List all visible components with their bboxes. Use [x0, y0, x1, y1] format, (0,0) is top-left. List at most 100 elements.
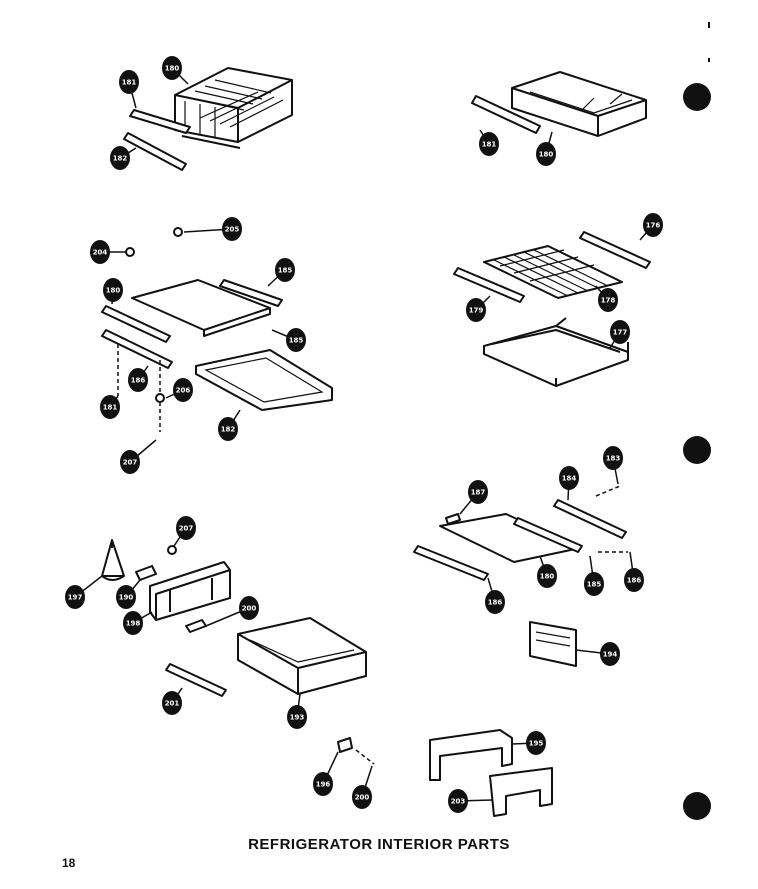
- callout-number: 205: [225, 226, 240, 234]
- callout-195: 195: [511, 731, 546, 755]
- callout-180: 180: [162, 56, 189, 85]
- callout-201: 201: [162, 687, 183, 715]
- edge-mark: [708, 22, 710, 28]
- callout-204: 204: [90, 240, 126, 264]
- callout-number: 180: [165, 65, 180, 73]
- callout-bubble: [287, 705, 307, 729]
- glass-shelf-assembly: [101, 227, 333, 432]
- callout-number: 179: [469, 307, 484, 315]
- callout-186: 186: [485, 577, 505, 614]
- callout-181: 181: [479, 129, 499, 156]
- binder-hole-middle: [683, 436, 711, 464]
- callout-bubble: [352, 785, 372, 809]
- callout-number: 181: [103, 404, 118, 412]
- crisper-drawer-assembly: [471, 71, 647, 137]
- callout-number: 182: [221, 426, 236, 434]
- callout-181: 181: [119, 70, 139, 109]
- wire-basket-assembly: [123, 67, 293, 171]
- callout-number: 200: [355, 794, 370, 802]
- callout-number: 183: [606, 455, 621, 463]
- callout-185: 185: [271, 328, 306, 352]
- callout-185: 185: [584, 555, 604, 596]
- callout-bubble: [120, 450, 140, 474]
- callout-178: 178: [595, 285, 618, 312]
- callout-bubble: [218, 417, 238, 441]
- callout-bubble: [603, 446, 623, 470]
- callout-number: 180: [106, 287, 121, 295]
- callout-180: 180: [103, 278, 123, 305]
- callout-number: 178: [601, 297, 616, 305]
- callout-176: 176: [639, 213, 663, 241]
- callout-186: 186: [624, 551, 644, 592]
- callout-183: 183: [603, 446, 623, 485]
- callout-bubble: [128, 368, 148, 392]
- callout-180: 180: [537, 555, 557, 588]
- callout-179: 179: [466, 295, 491, 322]
- callout-bubble: [536, 142, 556, 166]
- callout-bubble: [485, 590, 505, 614]
- callout-number: 203: [451, 798, 466, 806]
- callout-number: 185: [587, 581, 602, 589]
- crisper-cover-assembly: [413, 485, 628, 667]
- callout-number: 186: [131, 377, 146, 385]
- callout-number: 190: [119, 594, 134, 602]
- callout-number: 207: [179, 525, 194, 533]
- callout-bubble: [239, 596, 259, 620]
- callout-bubble: [103, 278, 123, 302]
- page-number: 18: [62, 856, 76, 870]
- callout-bubble: [173, 378, 193, 402]
- callout-number: 185: [289, 337, 304, 345]
- callout-bubble: [116, 585, 136, 609]
- callout-number: 195: [529, 740, 544, 748]
- callout-number: 206: [176, 387, 191, 395]
- callout-185: 185: [267, 258, 295, 287]
- callout-bubble: [600, 642, 620, 666]
- callout-198: 198: [123, 611, 153, 635]
- callout-205: 205: [183, 217, 242, 241]
- callout-number: 182: [113, 155, 128, 163]
- callout-number: 194: [603, 651, 618, 659]
- callout-200: 200: [352, 765, 373, 809]
- callout-number: 184: [562, 475, 577, 483]
- callout-bubble: [176, 516, 196, 540]
- callout-number: 181: [482, 141, 497, 149]
- callout-bubble: [624, 568, 644, 592]
- binder-hole-top: [683, 83, 711, 111]
- callout-181: 181: [100, 395, 120, 419]
- callout-number: 176: [646, 222, 661, 230]
- callout-200: 200: [205, 596, 259, 627]
- callout-bubble: [313, 772, 333, 796]
- callout-bubble: [559, 466, 579, 490]
- callout-bubble: [537, 564, 557, 588]
- callout-190: 190: [116, 579, 141, 609]
- callout-number: 186: [627, 577, 642, 585]
- callout-bubble: [610, 320, 630, 344]
- callout-193: 193: [287, 693, 307, 729]
- callout-bubble: [162, 56, 182, 80]
- callout-180: 180: [536, 131, 556, 166]
- callout-bubble: [584, 572, 604, 596]
- callout-194: 194: [575, 642, 620, 666]
- callout-number: 180: [539, 151, 554, 159]
- binder-hole-bottom: [683, 792, 711, 820]
- callout-number: 187: [471, 489, 486, 497]
- callout-number: 198: [126, 620, 141, 628]
- callout-bubble: [65, 585, 85, 609]
- callout-number: 181: [122, 79, 137, 87]
- edge-mark-2: [708, 58, 710, 62]
- callout-number: 186: [488, 599, 503, 607]
- callout-207: 207: [120, 439, 157, 474]
- callout-number: 185: [278, 267, 293, 275]
- callout-bubble: [110, 146, 130, 170]
- callout-number: 177: [613, 329, 628, 337]
- callout-number: 200: [242, 605, 257, 613]
- callout-182: 182: [110, 146, 137, 170]
- callout-number: 201: [165, 700, 180, 708]
- callout-186: 186: [128, 365, 149, 392]
- callout-197: 197: [65, 575, 103, 609]
- callout-203: 203: [448, 789, 493, 813]
- callout-layer: 181 180 182 181 180 205 204 185 180 185 186 206 181 1…: [65, 56, 663, 813]
- callout-number: 204: [93, 249, 108, 257]
- callout-number: 196: [316, 781, 331, 789]
